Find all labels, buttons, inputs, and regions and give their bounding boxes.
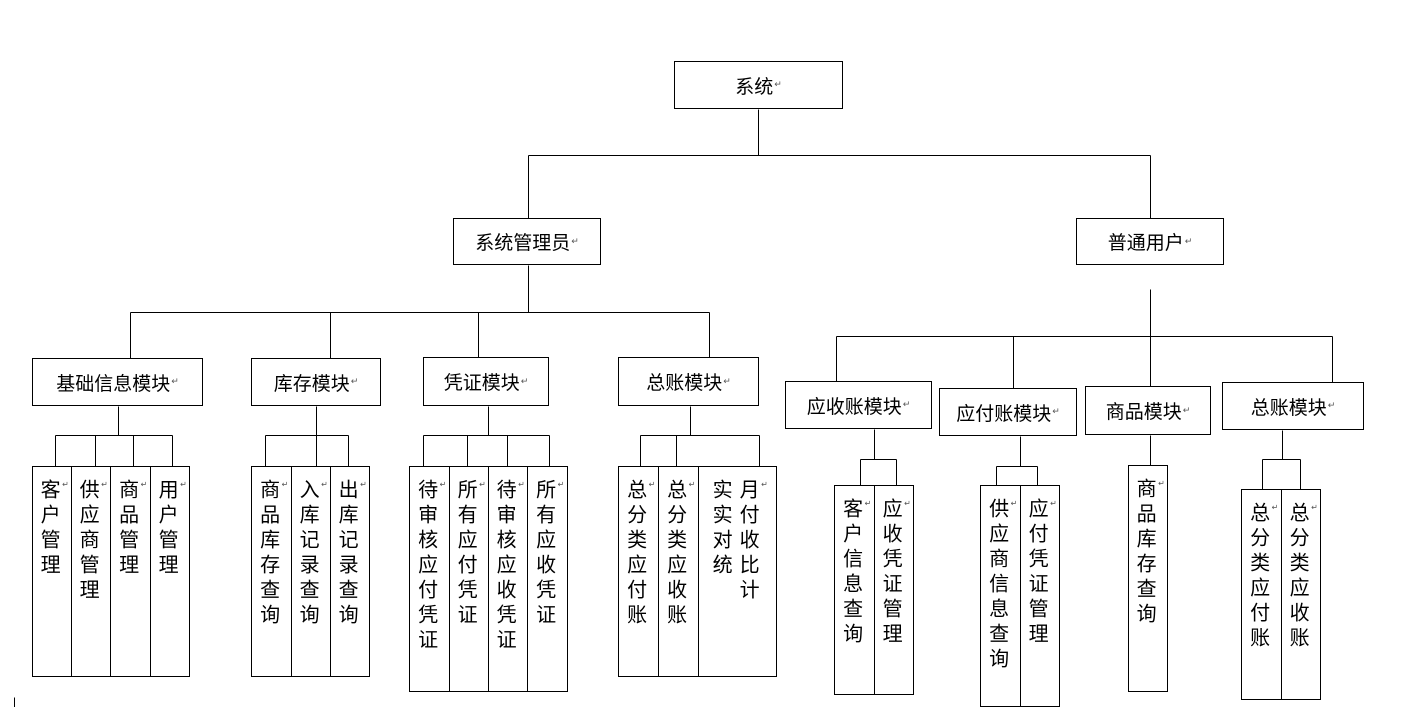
leaf-label: 供应商信息查询 [985,498,1010,673]
module-label: 凭证模块 [443,372,520,394]
leaf-general-payable-ledger: 总分类应付账↵ [618,466,659,677]
paragraph-mark: ↵ [688,480,696,489]
leaf-label: 所有应付凭证 [454,479,479,629]
paragraph-mark: ↵ [321,480,328,489]
leaf-supplier-info-query: 供应商信息查询↵ [980,485,1021,707]
leaf-label: 月付收比计 实实对统 [709,479,761,604]
root-node: 系统↵ [674,61,843,109]
user-module-ledger: 总账模块↵ [1222,382,1364,430]
leaf-monthly-payment-reconciliation: 月付收比计 实实对统↵ [698,466,777,677]
paragraph-mark: ↵ [140,480,148,489]
leaf-label: 总分类应付账 [623,479,648,629]
leaf-label: 总分类应付账 [1246,502,1271,652]
paragraph-mark: ↵ [171,377,179,387]
paragraph-mark: ↵ [1050,499,1057,508]
paragraph-mark: ↵ [101,480,108,489]
leaf-user-general-receivable-ledger: 总分类应收账↵ [1281,489,1321,700]
paragraph-mark: ↵ [1158,479,1165,488]
paragraph-mark: ↵ [1184,236,1193,247]
paragraph-mark: ↵ [281,480,289,489]
leaf-label: 客户管理 [37,479,62,579]
leaf-label: 供应商管理 [76,479,101,604]
leaf-label: 总分类应收账 [1286,502,1311,652]
leaf-customer-management: 客户管理↵ [32,466,72,677]
module-label: 应付账模块 [956,402,1052,425]
leaf-label: 入库记录查询 [296,479,321,629]
leaf-receivable-voucher-management: 应收凭证管理↵ [874,485,914,695]
paragraph-mark: ↵ [360,480,367,489]
leaf-label: 总分类应收账 [663,479,688,629]
paragraph-mark: ↵ [571,236,579,247]
admin-module-inventory: 库存模块↵ [251,358,381,406]
paragraph-mark: ↵ [180,480,187,489]
paragraph-mark: ↵ [479,480,486,489]
leaf-payable-voucher-management: 应付凭证管理↵ [1020,485,1060,707]
leaf-label: 应收凭证管理 [879,498,904,648]
paragraph-mark: ↵ [557,480,565,489]
root-label: 系统 [735,75,774,98]
leaf-label: 应付凭证管理 [1025,498,1050,648]
paragraph-mark: ↵ [904,499,911,508]
user-node: 普通用户↵ [1076,218,1224,265]
leaf-label: 客户信息查询 [839,498,864,648]
paragraph-mark: ↵ [1271,503,1279,512]
leaf-user-general-payable-ledger: 总分类应付账↵ [1241,489,1282,700]
admin-module-basic-info: 基础信息模块↵ [32,358,203,406]
leaf-pending-receivable-voucher: 待审核应收凭证↵ [488,466,528,692]
paragraph-mark: ↵ [902,400,911,410]
paragraph-mark: ↵ [761,480,768,489]
user-label: 普通用户 [1107,232,1184,254]
leaf-general-receivable-ledger: 总分类应收账↵ [658,466,699,677]
admin-label: 系统管理员 [475,232,571,254]
paragraph-mark: ↵ [439,480,447,489]
leaf-user-product-stock-query: 商品库存查询↵ [1128,465,1168,692]
paragraph-mark: ↵ [1327,401,1336,411]
user-module-product: 商品模块↵ [1085,386,1211,435]
module-label: 基础信息模块 [56,372,171,395]
admin-module-voucher: 凭证模块↵ [423,357,549,406]
leaf-label: 商品库存查询 [256,479,281,629]
paragraph-mark: ↵ [520,376,529,387]
leaf-label: 用户管理 [155,479,180,579]
leaf-label: 商品库存查询 [1133,478,1158,628]
paragraph-mark: ↵ [350,377,359,387]
leaf-product-stock-query: 商品库存查询↵ [251,466,292,677]
leaf-all-payable-voucher: 所有应付凭证↵ [449,466,489,692]
paragraph-mark: ↵ [723,376,731,387]
user-module-payable: 应付账模块↵ [939,388,1077,436]
paragraph-mark: ↵ [648,480,656,489]
leaf-label: 出库记录查询 [335,479,360,629]
module-label: 应收账模块 [806,395,902,418]
leaf-inbound-record-query: 入库记录查询↵ [291,466,331,677]
module-label: 库存模块 [273,372,350,395]
admin-node: 系统管理员↵ [453,218,601,265]
user-module-receivable: 应收账模块↵ [785,381,932,429]
admin-module-ledger: 总账模块↵ [618,357,759,406]
paragraph-mark: ↵ [774,80,782,90]
leaf-label: 商品管理 [115,479,140,579]
leaf-customer-info-query: 客户信息查询↵ [834,485,875,695]
leaf-all-receivable-voucher: 所有应收凭证↵ [527,466,568,692]
leaf-label: 所有应收凭证 [532,479,557,629]
leaf-pending-payable-voucher: 待审核应付凭证↵ [409,466,450,692]
paragraph-mark: ↵ [518,480,525,489]
leaf-product-management: 商品管理↵ [110,466,151,677]
module-label: 商品模块 [1105,401,1182,423]
leaf-outbound-record-query: 出库记录查询↵ [330,466,370,677]
paragraph-mark: ↵ [864,499,872,508]
paragraph-mark: ↵ [1311,503,1318,512]
paragraph-mark: ↵ [62,480,69,489]
leaf-label: 待审核应付凭证 [414,479,439,654]
module-label: 总账模块 [646,372,723,394]
module-label: 总账模块 [1250,396,1327,419]
leaf-supplier-management: 供应商管理↵ [71,466,111,677]
paragraph-mark: ↵ [1052,407,1060,417]
paragraph-mark: ↵ [1010,499,1018,508]
leaf-user-management: 用户管理↵ [150,466,190,677]
paragraph-mark: ↵ [1182,405,1191,416]
leaf-label: 待审核应收凭证 [493,479,518,654]
